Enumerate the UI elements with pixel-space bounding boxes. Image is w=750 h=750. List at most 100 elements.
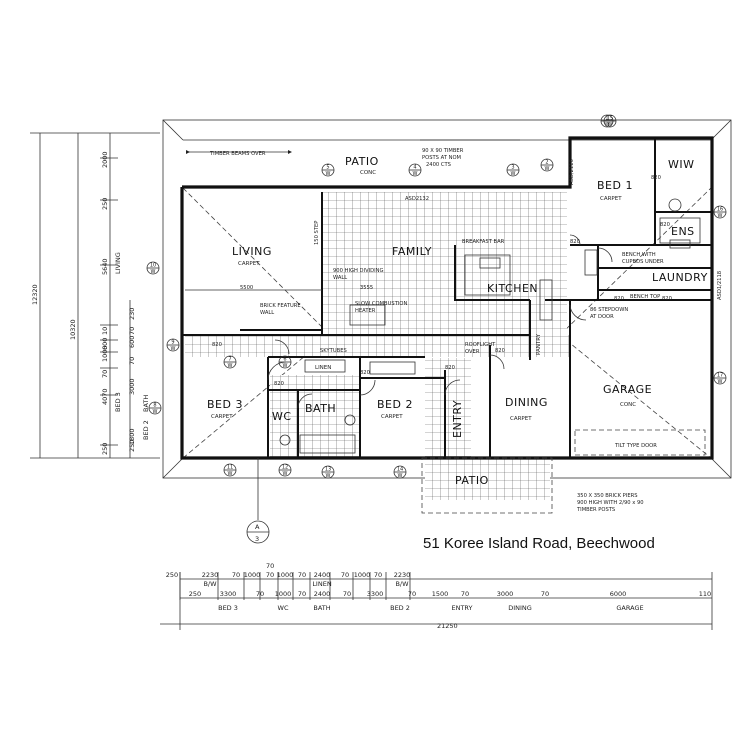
- window-marker-number: 9: [171, 340, 174, 346]
- note-breakfast-bar: BREAKFAST BAR: [462, 239, 505, 245]
- room-ens: ENS: [671, 225, 695, 238]
- note-brick-2: WALL: [260, 310, 274, 316]
- note-dividing-2: WALL: [333, 275, 347, 281]
- dim-bottom-label: WC: [278, 604, 289, 612]
- room-bed3: BED 3: [207, 398, 243, 411]
- dim-left-col1-value: 10: [101, 327, 109, 335]
- window-marker-letter: W: [153, 409, 158, 415]
- dim-bottom-value: 1000: [275, 590, 292, 598]
- window-marker: 7W: [223, 355, 237, 369]
- window-marker: 4W: [408, 163, 422, 177]
- dim-left-col1-value: 250: [101, 198, 109, 210]
- dim-bottom-label: BED 3: [218, 604, 238, 612]
- dim-bottom-value: 70: [408, 590, 416, 598]
- sub-code: 820: [495, 348, 505, 354]
- dim-bottom-label: GARAGE: [616, 604, 643, 612]
- dim-top-value: 70: [298, 571, 306, 579]
- external-walls: [180, 136, 714, 460]
- plan-notes: TIMBER BEAMS OVER 90 X 90 TIMBER POSTS A…: [186, 148, 723, 513]
- room-linen: LINEN: [315, 365, 331, 371]
- dim-left-col1-value: 4070: [101, 388, 109, 405]
- dim-total: 21250: [437, 622, 458, 630]
- dim-bottom-value: 70: [256, 590, 264, 598]
- room-wc: WC: [272, 410, 292, 423]
- note-brick-1: BRICK FEATURE: [260, 303, 301, 309]
- room-entry: ENTRY: [451, 400, 464, 438]
- note-slow-2: HEATER: [355, 308, 376, 314]
- dim-bottom-value: 6000: [610, 590, 627, 598]
- dim-bottom-label: BATH: [313, 604, 330, 612]
- sub-code: 820: [662, 296, 672, 302]
- note-slow-1: SLOW COMBUSTION: [355, 301, 407, 307]
- dim-left-col1-label: BED 3: [114, 392, 122, 412]
- dim-bottom-value: 70: [343, 590, 351, 598]
- window-marker-number: 2: [545, 160, 548, 166]
- room-garage-sub: CONC: [620, 402, 636, 408]
- dim-bottom-label: BED 2: [390, 604, 410, 612]
- dim-top-value: 70: [232, 571, 240, 579]
- dim-bottom-label: ENTRY: [451, 604, 472, 612]
- section-marker: A 3: [246, 458, 270, 544]
- window-marker-letter: W: [151, 269, 156, 275]
- note-stepdown-1: 86 STEPDOWN: [590, 307, 628, 313]
- dim-top-value: 1000: [354, 571, 371, 579]
- window-marker-letter: W: [413, 171, 418, 177]
- sub-code: 820: [274, 381, 284, 387]
- window-marker-letter: W: [718, 213, 723, 219]
- dim-left-col2-value: 1800: [128, 428, 136, 445]
- window-marker-number: 7: [228, 357, 231, 363]
- sub-code: 820: [570, 239, 580, 245]
- note-w-3555: 3555: [360, 285, 373, 291]
- dim-left-col2-value: 250: [128, 440, 136, 452]
- note-w-5500: 5500: [240, 285, 253, 291]
- section-letter: A: [255, 523, 260, 531]
- window-marker-letter: W: [228, 363, 233, 369]
- dim-bottom-value: 1500: [432, 590, 449, 598]
- window-marker: 17W: [713, 371, 727, 385]
- dim-left-col2-label: BED 2: [142, 420, 150, 440]
- dim-left-col1-value: 600: [101, 338, 109, 350]
- door-swings: [267, 234, 613, 409]
- room-bed3-sub: CARPET: [211, 414, 233, 420]
- window-marker: 12W: [278, 463, 292, 477]
- note-asd2132: ASD2132: [405, 196, 429, 202]
- dim-left-col2-value: 600: [128, 336, 136, 348]
- room-wiw: WIW: [668, 158, 695, 171]
- room-kitchen: KITCHEN: [487, 282, 538, 295]
- window-marker: 3W: [506, 163, 520, 177]
- window-marker-letter: W: [326, 473, 331, 479]
- room-bed1: BED 1: [597, 179, 633, 192]
- window-marker: 6W: [278, 355, 292, 369]
- note-asd-right-1: ASD1/2118: [717, 271, 723, 300]
- room-laundry: LAUNDRY: [652, 271, 708, 284]
- note-asd-right-2: ASD/2116: [569, 159, 575, 185]
- window-marker: 13W: [321, 465, 335, 479]
- room-family: FAMILY: [392, 245, 432, 258]
- note-piers-1: 350 X 350 BRICK PIERS: [577, 493, 638, 499]
- window-marker-letter: W: [171, 346, 176, 352]
- note-dividing-1: 900 HIGH DIVIDING: [333, 268, 384, 274]
- internal-walls: [182, 138, 712, 514]
- sub-code: 820: [445, 365, 455, 371]
- window-markers: 1W2W3W4W5W6W7W8W9W10W11W12W13W14W15W16W1…: [146, 114, 727, 479]
- dim-left-col2-value: 70: [128, 327, 136, 335]
- window-marker: 15W: [603, 114, 617, 128]
- window-marker-number: 5: [326, 165, 329, 171]
- dim-top-value: 1000: [277, 571, 294, 579]
- window-marker-number: 4: [413, 165, 416, 171]
- window-marker-number: 12: [282, 465, 288, 471]
- room-bed1-sub: CARPET: [600, 196, 622, 202]
- room-garage: GARAGE: [603, 383, 652, 396]
- window-marker-letter: W: [511, 171, 516, 177]
- note-posts-3: 2400 CTS: [426, 162, 451, 168]
- window-marker-letter: W: [283, 471, 288, 477]
- dim-top-value: 1000: [244, 571, 261, 579]
- note-step: 150 STEP: [314, 221, 320, 245]
- window-marker-number: 11: [227, 465, 233, 471]
- note-posts-1: 90 X 90 TIMBER: [422, 148, 464, 154]
- dim-top-value: 250: [166, 571, 178, 579]
- dim-top-value: 70: [266, 571, 274, 579]
- note-tilt-door: TILT TYPE DOOR: [614, 443, 657, 449]
- room-dining-sub: CARPET: [510, 416, 532, 422]
